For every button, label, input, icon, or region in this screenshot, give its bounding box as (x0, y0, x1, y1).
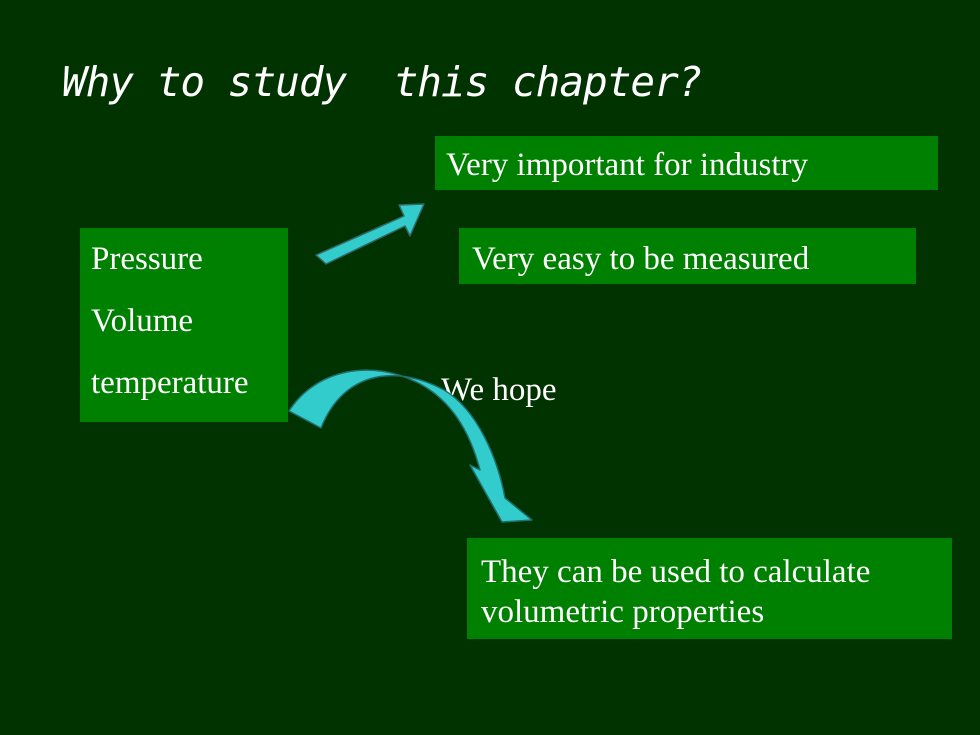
straight-arrow-icon (315, 203, 425, 265)
hope-line-1: They can be used to calculate (481, 554, 871, 590)
hope-result-box: They can be used to calculate volumetric… (467, 538, 952, 639)
benefit-measured-box: Very easy to be measured (459, 228, 916, 284)
hope-line-2: volumetric properties (481, 594, 765, 630)
benefit-industry-box: Very important for industry (435, 136, 938, 190)
quantities-box: Pressure Volume temperature (80, 228, 288, 422)
slide-title: Why to study this chapter? (62, 58, 702, 106)
quantity-volume: Volume (91, 303, 194, 339)
curved-arrow-icon (288, 369, 533, 523)
quantity-pressure: Pressure (91, 241, 203, 277)
quantity-temperature: temperature (91, 365, 249, 401)
